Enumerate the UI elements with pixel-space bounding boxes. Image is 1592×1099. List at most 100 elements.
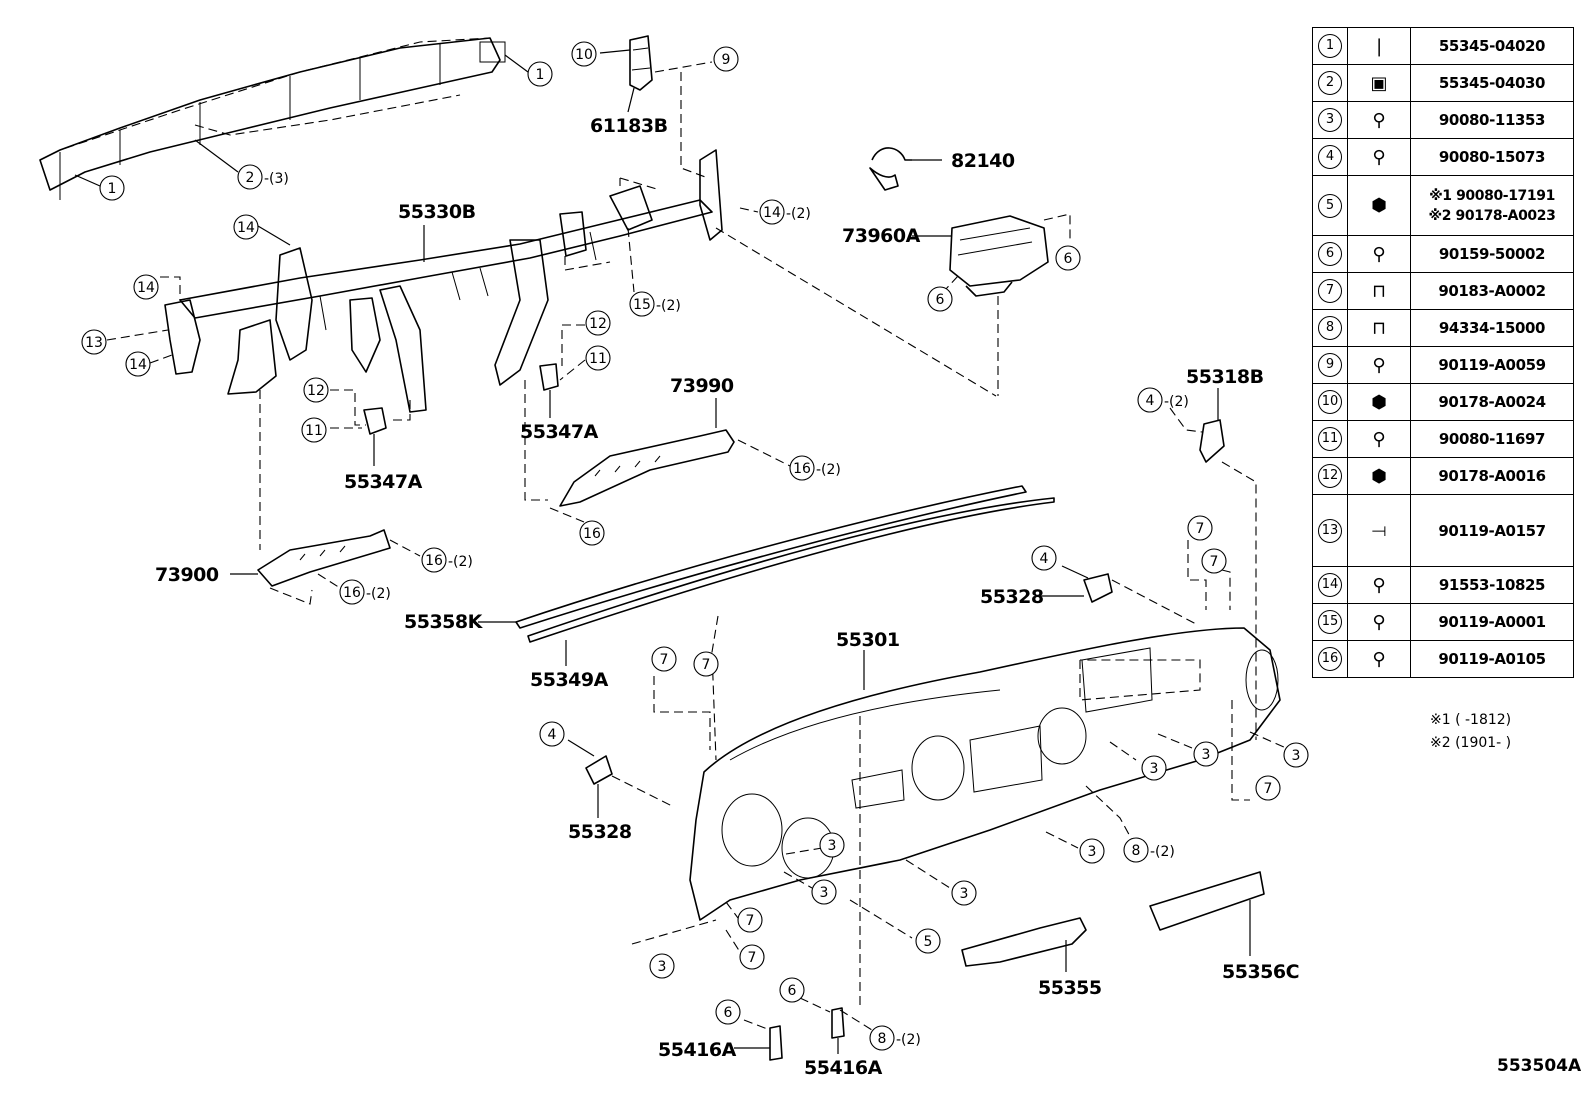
callout-8b: 8-(2) <box>869 1025 921 1051</box>
svg-text:-(3): -(3) <box>264 171 289 187</box>
table-row: 10⬢90178-A0024 <box>1312 383 1574 421</box>
nut-icon: ⬢ <box>1347 457 1411 495</box>
label-55416a-2: 55416A <box>804 1057 883 1079</box>
callout-7e: 7 <box>1255 775 1281 801</box>
callout-3g: 3 <box>951 880 977 906</box>
callout-14c: 14 <box>125 351 151 377</box>
svg-text:7: 7 <box>746 913 755 929</box>
callout-3a: 3 <box>1141 755 1167 781</box>
bracket-55328-right-drawing <box>1083 573 1113 603</box>
table-part-number: 90119-A0105 <box>1410 640 1574 678</box>
svg-text:7: 7 <box>1264 781 1273 797</box>
table-row-number: 13 <box>1318 518 1342 543</box>
clip-icon: ❘ <box>1347 27 1411 65</box>
air-duct-left-drawing <box>257 529 391 587</box>
table-row-number: 7 <box>1318 279 1342 303</box>
label-61183b: 61183B <box>590 115 668 137</box>
svg-text:7: 7 <box>660 652 669 668</box>
table-row-number: 5 <box>1318 193 1342 218</box>
table-row: 11⚲90080-11697 <box>1312 420 1574 458</box>
svg-text:7: 7 <box>748 950 757 966</box>
svg-text:9: 9 <box>722 52 731 68</box>
label-73960a: 73960A <box>842 225 921 247</box>
callout-14a: 14 <box>233 214 259 240</box>
label-55328-right: 55328 <box>980 586 1044 608</box>
svg-text:3: 3 <box>960 886 969 902</box>
table-part-number: 90080-11353 <box>1410 101 1574 139</box>
table-part-number: 55345-04030 <box>1410 64 1574 102</box>
table-part-number: 55345-04020 <box>1410 27 1574 65</box>
table-row-number: 14 <box>1318 573 1342 597</box>
upper-reinforcement-drawing <box>39 37 506 200</box>
table-part-number: 90119-A0157 <box>1410 494 1574 567</box>
svg-text:7: 7 <box>1210 554 1219 570</box>
trim-strips-drawing <box>515 485 1055 643</box>
screw-icon: ⚲ <box>1347 235 1411 273</box>
table-row-number: 15 <box>1318 610 1342 634</box>
screw-icon: ⚲ <box>1347 603 1411 641</box>
svg-text:-(2): -(2) <box>448 554 473 570</box>
nut-icon: ⬢ <box>1347 383 1411 421</box>
table-row: 1❘55345-04020 <box>1312 27 1574 65</box>
table-row: 8⊓94334-15000 <box>1312 309 1574 347</box>
callout-3d: 3 <box>1079 838 1105 864</box>
callout-6a: 6 <box>1055 245 1081 271</box>
callout-11b: 11 <box>585 345 611 371</box>
label-82140: 82140 <box>951 150 1015 172</box>
callout-8a: 8-(2) <box>1123 837 1175 863</box>
silencer-55356c-drawing <box>1149 871 1265 931</box>
instrument-panel-drawing <box>689 627 1281 921</box>
svg-text:16: 16 <box>425 553 443 569</box>
label-73990: 73990 <box>670 375 734 397</box>
callout-12b: 12 <box>585 310 611 336</box>
svg-text:14: 14 <box>137 280 155 296</box>
screw-icon: ⚲ <box>1347 566 1411 604</box>
label-55349a: 55349A <box>530 669 609 691</box>
diagram-id: 553504A <box>1497 1056 1582 1076</box>
table-row: 3⚲90080-11353 <box>1312 101 1574 139</box>
callout-7c: 7 <box>651 646 677 672</box>
clip-icon: ▣ <box>1347 64 1411 102</box>
svg-text:-(2): -(2) <box>816 462 841 478</box>
table-part-number: ※1 90080-17191 <box>1429 187 1555 204</box>
svg-text:7: 7 <box>1196 521 1205 537</box>
label-55358k: 55358K <box>404 611 484 633</box>
table-row: 13⟞90119-A0157 <box>1312 494 1574 567</box>
svg-text:12: 12 <box>589 316 607 332</box>
callout-3h: 3 <box>649 953 675 979</box>
callout-16b: 16 <box>579 520 605 546</box>
bracket-55318b-drawing <box>1199 419 1225 463</box>
callout-6d: 6 <box>779 977 805 1003</box>
callout-12a: 12 <box>303 377 329 403</box>
knee-airbag-drawing <box>949 215 1049 297</box>
callout-3e: 3 <box>819 832 845 858</box>
svg-text:-(2): -(2) <box>366 586 391 602</box>
svg-text:-(2): -(2) <box>896 1032 921 1048</box>
table-row: 5⬢※1 90080-17191※2 90178-A0023 <box>1312 175 1574 236</box>
svg-text:6: 6 <box>724 1005 733 1021</box>
table-part-number: 90178-A0016 <box>1410 457 1574 495</box>
brace-left-drawing <box>363 407 387 435</box>
svg-text:3: 3 <box>1150 761 1159 777</box>
svg-text:10: 10 <box>575 47 593 63</box>
label-55318b: 55318B <box>1186 366 1264 388</box>
svg-text:5: 5 <box>924 934 933 950</box>
callout-7b: 7 <box>1201 548 1227 574</box>
bracket-55416a-2-drawing <box>831 1007 845 1039</box>
screw-icon: ⚲ <box>1347 640 1411 678</box>
screw-icon: ⚲ <box>1347 346 1411 384</box>
callout-7f: 7 <box>737 907 763 933</box>
callout-6b: 6 <box>927 286 953 312</box>
callout-3f: 3 <box>811 879 837 905</box>
svg-text:12: 12 <box>307 383 325 399</box>
callout-16d: 16-(2) <box>339 579 391 605</box>
table-row: 16⚲90119-A0105 <box>1312 640 1574 678</box>
svg-text:16: 16 <box>793 461 811 477</box>
table-row-number: 4 <box>1318 145 1342 169</box>
svg-text:6: 6 <box>788 983 797 999</box>
table-row-number: 11 <box>1318 427 1342 451</box>
brace-center-drawing <box>539 363 559 391</box>
reinforcement-beam-drawing <box>164 149 723 413</box>
svg-text:16: 16 <box>583 526 601 542</box>
